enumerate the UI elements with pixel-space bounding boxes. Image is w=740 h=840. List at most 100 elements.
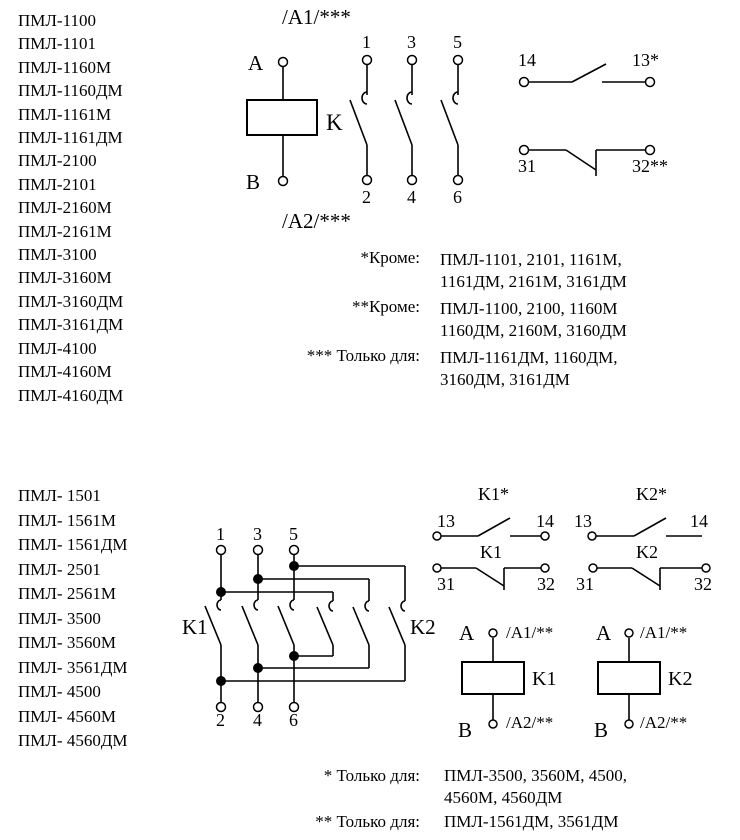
top-aux-nc-left-label: 31: [518, 156, 536, 176]
bottom-k1-label: K1: [182, 615, 208, 639]
top-pole-top-5: 5: [453, 32, 462, 52]
model-list-item: ПМЛ-2101: [18, 174, 97, 194]
top-pole-3: [440, 54, 464, 186]
model-list-item: ПМЛ-3160ДМ: [18, 291, 124, 311]
top-aux-no-right-label: 13*: [632, 50, 659, 70]
svg-text:32: 32: [537, 574, 555, 594]
model-list-item: ПМЛ-1160М: [18, 57, 112, 77]
model-list-item: ПМЛ-3160М: [18, 268, 112, 288]
svg-text:A: A: [596, 621, 612, 645]
bottom-k1-aux-nc: K1 31 32: [432, 542, 555, 594]
svg-text:B: B: [594, 718, 608, 742]
top-coil-terminal-a: [277, 56, 289, 68]
bottom-pole-top-5: 5: [289, 524, 298, 544]
model-list-item: ПМЛ- 2561М: [18, 584, 116, 603]
svg-text:31: 31: [576, 574, 594, 594]
model-list-item: ПМЛ- 2501: [18, 559, 101, 579]
model-list-item: ПМЛ- 1561М: [18, 510, 116, 530]
model-list-item: ПМЛ-1101: [18, 34, 96, 54]
svg-text:31: 31: [437, 574, 455, 594]
model-list-item: ПМЛ-1161ДМ: [18, 128, 123, 148]
top-schematic: /A1/*** /A2/*** A B K: [246, 5, 668, 233]
bottom-k2-aux-nc: K2 31 32: [576, 542, 712, 594]
top-aux-no-left-label: 14: [518, 50, 536, 70]
model-list-item: ПМЛ-3161ДМ: [18, 315, 124, 335]
svg-text:13: 13: [574, 511, 592, 531]
top-a2-label: /A2/***: [282, 209, 351, 233]
top-aux-nc-contact: 31 32**: [518, 144, 668, 176]
top-pole-bottom-4: 4: [407, 187, 416, 207]
bottom-pole-bottom-4: 4: [253, 710, 262, 730]
top-pole-bottom-6: 6: [453, 187, 462, 207]
bottom-k2-nc-title: K2: [636, 542, 658, 562]
svg-text:/A2/**: /A2/**: [506, 713, 553, 732]
bottom-note-2-text: ПМЛ-1561ДМ, 3561ДМ: [444, 812, 619, 831]
model-list-item: ПМЛ- 1501: [18, 486, 101, 505]
top-pole-top-1: 1: [362, 32, 371, 52]
bottom-note-1-text: ПМЛ-3500, 3560М, 4500, 4560М, 4560ДМ: [444, 766, 627, 807]
bottom-k2-aux-no: K2* 13 14: [574, 484, 708, 541]
model-list-item: ПМЛ- 4560М: [18, 706, 116, 726]
top-note-2-label: **Кроме:: [351, 297, 420, 316]
model-list-item: ПМЛ- 3500: [18, 608, 101, 628]
top-note-3-label: *** Только для:: [306, 346, 420, 365]
model-list-item: ПМЛ- 3561ДМ: [18, 657, 128, 677]
model-list-item: ПМЛ-2100: [18, 151, 97, 171]
svg-text:/A1/**: /A1/**: [506, 623, 553, 642]
bottom-k2-no-title: K2*: [636, 484, 667, 504]
model-list-item: ПМЛ- 4560ДМ: [18, 731, 128, 750]
bottom-pole-top-1: 1: [216, 524, 225, 544]
model-list-item: ПМЛ- 4500: [18, 682, 101, 701]
model-list-item: ПМЛ-1161М: [18, 104, 112, 124]
top-pole-bottom-2: 2: [362, 187, 371, 207]
svg-text:/A2/**: /A2/**: [640, 713, 687, 732]
model-list-item: ПМЛ-3100: [18, 245, 97, 265]
bottom-pole-bottom-2: 2: [216, 710, 225, 730]
bottom-coil-k1: A /A1/** B /A2/** K1: [458, 621, 556, 742]
bottom-pole-bottom-6: 6: [289, 710, 298, 730]
top-coil-a-label: A: [248, 51, 264, 75]
svg-text:14: 14: [690, 511, 708, 531]
top-aux-no-contact: 14 13*: [518, 50, 659, 88]
model-list-item: ПМЛ- 1561ДМ: [18, 535, 128, 554]
bottom-schematic: 1 3 5 2 4 6 K1 K2: [182, 484, 712, 742]
svg-text:B: B: [458, 718, 472, 742]
svg-text:K2: K2: [668, 668, 692, 690]
bottom-k2-label: K2: [410, 615, 436, 639]
top-note-2-text: ПМЛ-1100, 2100, 1160М 1160ДМ, 2160М, 316…: [440, 299, 627, 340]
model-list-item: ПМЛ-2160М: [18, 198, 112, 218]
bottom-note-1-label: * Только для:: [323, 766, 420, 785]
top-note-3-text: ПМЛ-1161ДМ, 1160ДМ, 3160ДМ, 3161ДМ: [440, 348, 618, 389]
svg-text:14: 14: [536, 511, 554, 531]
top-coil-k-label: K: [326, 110, 343, 135]
top-note-1-text: ПМЛ-1101, 2101, 1161М, 1161ДМ, 2161М, 31…: [440, 250, 627, 291]
model-list-item: ПМЛ-4160М: [18, 362, 112, 382]
bottom-note-2-label: ** Только для:: [315, 812, 420, 831]
svg-text:/A1/**: /A1/**: [640, 623, 687, 642]
svg-text:32: 32: [694, 574, 712, 594]
top-coil-terminal-b: [277, 175, 289, 187]
model-list-item: ПМЛ-1160ДМ: [18, 81, 123, 101]
top-pole-1: [349, 54, 373, 186]
svg-text:K1: K1: [532, 668, 556, 690]
top-note-1-label: *Кроме:: [360, 248, 420, 267]
model-list-item: ПМЛ-1100: [18, 11, 96, 30]
model-list-item: ПМЛ-4100: [18, 338, 97, 358]
model-list-item: ПМЛ- 3560М: [18, 633, 116, 652]
svg-text:A: A: [459, 621, 475, 645]
model-list-item: ПМЛ-2161М: [18, 221, 112, 241]
bottom-k1-aux-no: K1* 13 14: [432, 484, 554, 541]
bottom-k1-nc-title: K1: [480, 542, 502, 562]
top-pole-2: [394, 54, 418, 186]
bottom-k2-contacts: [316, 600, 406, 681]
svg-text:13: 13: [437, 511, 455, 531]
top-coil: [246, 99, 318, 136]
top-a1-label: /A1/***: [282, 5, 351, 29]
top-aux-nc-right-label: 32**: [632, 156, 668, 176]
bottom-coil-k2: A /A1/** B /A2/** K2: [594, 621, 692, 742]
model-list-item: ПМЛ-4160ДМ: [18, 385, 124, 405]
bottom-k1-no-title: K1*: [478, 484, 509, 504]
